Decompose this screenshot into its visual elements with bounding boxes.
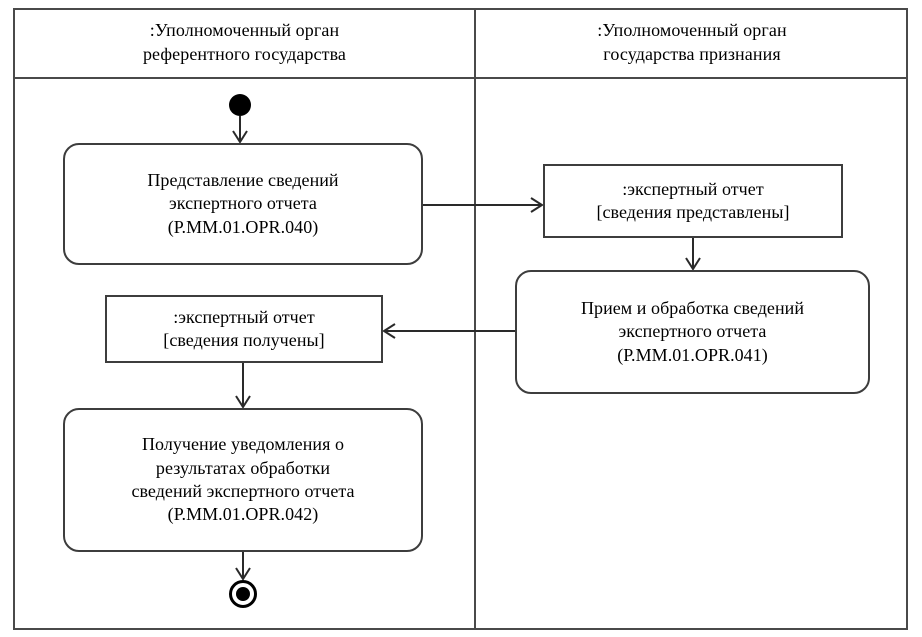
swimlane-header-divider <box>13 77 908 79</box>
swimlane-divider <box>474 8 476 630</box>
swimlane-title-reference-state: :Уполномоченный орган референтного госуд… <box>142 20 347 64</box>
activity-node-opr-042[interactable]: Получение уведомления о результатах обра… <box>63 408 423 552</box>
object-node-report-submitted-label: :экспертный отчет [сведения представлены… <box>596 178 790 222</box>
swimlane-title-recognition-state: :Уполномоченный орган государства призна… <box>597 20 787 64</box>
object-node-report-received[interactable]: :экспертный отчет [сведения получены] <box>105 295 383 363</box>
object-node-report-submitted[interactable]: :экспертный отчет [сведения представлены… <box>543 164 843 238</box>
activity-node-opr-042-label: Получение уведомления о результатах обра… <box>131 434 355 525</box>
activity-node-opr-040[interactable]: Представление сведений экспертного отчет… <box>63 143 423 265</box>
activity-node-opr-041[interactable]: Прием и обработка сведений экспертного о… <box>515 270 870 394</box>
activity-node-opr-040-label: Представление сведений экспертного отчет… <box>147 169 339 237</box>
swimlane-header-reference-state: :Уполномоченный орган референтного госуд… <box>15 8 474 77</box>
object-node-report-received-label: :экспертный отчет [сведения получены] <box>163 306 325 350</box>
initial-node[interactable] <box>229 94 251 116</box>
swimlane-header-recognition-state: :Уполномоченный орган государства призна… <box>476 8 908 77</box>
activity-node-opr-041-label: Прием и обработка сведений экспертного о… <box>580 297 805 365</box>
final-node[interactable] <box>229 580 257 608</box>
